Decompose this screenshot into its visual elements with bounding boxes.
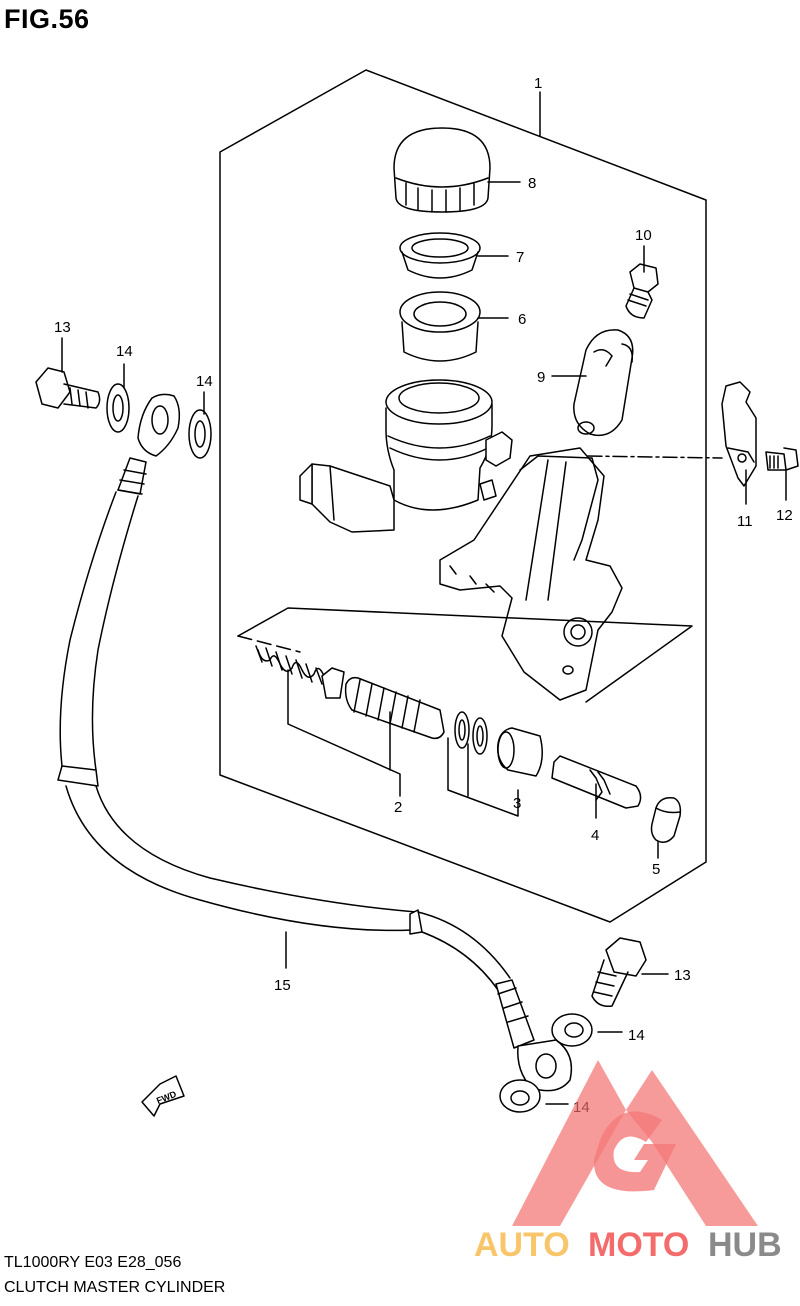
gasket-washer-upper-2: [188, 409, 212, 459]
switch-screw-part: [765, 447, 799, 471]
assembly-outline: [219, 69, 707, 923]
callout-13-lower: 13: [674, 967, 691, 984]
callout-12: 12: [776, 507, 793, 524]
callout-14-b: 14: [196, 373, 213, 390]
watermark-word-auto: AUTO: [474, 1226, 570, 1264]
watermark-word-moto: MOTO: [588, 1226, 689, 1264]
watermark-wordmark: AUTO MOTO HUB: [474, 1226, 782, 1264]
callout-3: 3: [513, 795, 521, 812]
callout-2: 2: [394, 799, 402, 816]
callout-4: 4: [591, 827, 599, 844]
circlip-part: [454, 711, 488, 755]
callout-5: 5: [652, 861, 660, 878]
callout-1: 1: [534, 75, 542, 92]
plate-part: [399, 232, 481, 279]
callout-10: 10: [635, 227, 652, 244]
watermark-word-hub: HUB: [708, 1226, 782, 1264]
callout-15: 15: [274, 977, 291, 994]
callout-14-a: 14: [116, 343, 133, 360]
leader-3: [447, 737, 519, 817]
gasket-washer-lower-1: [551, 1013, 593, 1047]
callout-14-c: 14: [628, 1027, 645, 1044]
callout-7: 7: [516, 249, 524, 266]
callout-6: 6: [518, 311, 526, 328]
holder-clamp-part: [573, 329, 634, 437]
callout-9: 9: [537, 369, 545, 386]
master-cylinder-body: [299, 379, 623, 701]
figure-title: FIG.56: [4, 4, 90, 34]
union-bolt-part-upper: [35, 367, 101, 409]
callout-13-upper: 13: [54, 319, 71, 336]
gasket-washer-upper-1: [106, 383, 130, 433]
holder-bolt-part: [625, 263, 659, 319]
leader-2: [287, 669, 401, 797]
clutch-hose-part: [57, 393, 573, 1092]
gasket-washer-lower-2: [499, 1079, 541, 1113]
figure-caption: CLUTCH MASTER CYLINDER: [4, 1279, 226, 1296]
callout-numbers: 1 2 3 4 5 6 7 8 9 10 11 12 13 13 14 14 1…: [54, 75, 793, 1116]
piston-spring-part: [255, 645, 445, 740]
callout-11: 11: [737, 513, 753, 530]
rod-cap-part: [650, 796, 682, 843]
callout-8: 8: [528, 175, 536, 192]
fwd-arrow-icon: [141, 1075, 185, 1117]
push-rod-part: [551, 755, 642, 809]
watermark-logo: [512, 1060, 758, 1226]
model-code: TL1000RY E03 E28_056: [4, 1254, 182, 1271]
boot-part: [496, 727, 543, 777]
switch-bracket-part: [721, 381, 757, 487]
parts-tray: [237, 607, 693, 703]
reservoir-cap-part: [393, 127, 491, 213]
diaphragm-part: [399, 291, 481, 362]
union-bolt-part-lower: [591, 937, 647, 1008]
